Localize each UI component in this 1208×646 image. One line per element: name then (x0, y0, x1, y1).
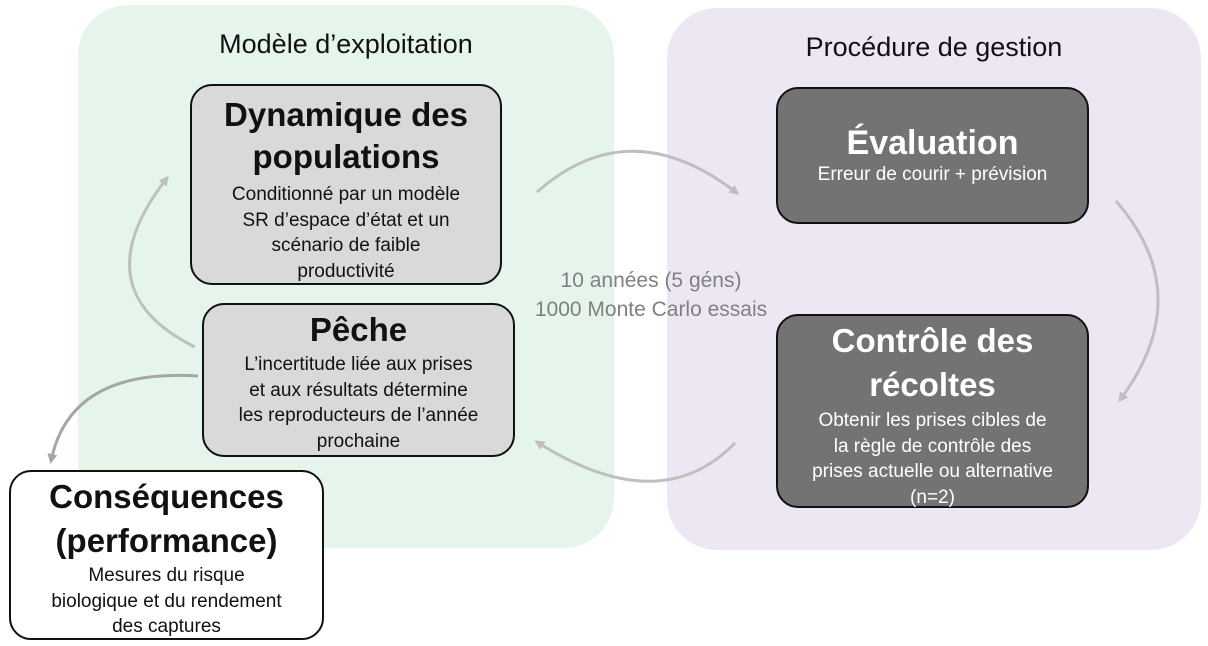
management-procedure-title: Procédure de gestion (805, 32, 1063, 62)
arrow-fishery-to-consequences (47, 373, 199, 464)
fishery-box: Pêche L’incertitude liée aux prises et a… (202, 303, 515, 457)
consequences-title: Conséquences (performance) (49, 478, 284, 559)
simulation-years: 10 années (5 géns) (560, 269, 742, 292)
fishery-description: L’incertitude liée aux prises et aux rés… (238, 354, 479, 452)
consequences-description: Mesures du risque biologique et du rende… (51, 565, 282, 637)
arrow-harvest-to-fishery (534, 440, 737, 483)
simulation-trials: 1000 Monte Carlo essais (534, 298, 768, 321)
fishery-title: Pêche (309, 311, 408, 348)
evaluation-description: Erreur de courir + prévision (817, 164, 1048, 185)
evaluation-title: Évaluation (846, 124, 1019, 162)
population-dynamics-title: Dynamique des populations (224, 96, 468, 175)
harvest-control-title: Contrôle des récoltes (831, 322, 1034, 403)
simulation-label: 10 années (5 géns) 1000 Monte Carlo essa… (500, 266, 802, 324)
population-dynamics-description: Conditionné par un modèle SR d’espace d’… (231, 184, 461, 282)
arrow-evaluation-to-harvest (1114, 200, 1160, 403)
harvest-control-description: Obtenir les prises cibles de la règle de… (812, 410, 1053, 508)
consequences-box: Conséquences (performance) Mesures du ri… (9, 470, 324, 640)
arrow-fishery-to-population (128, 175, 196, 349)
harvest-control-box: Contrôle des récoltes Obtenir les prises… (776, 314, 1089, 508)
evaluation-box: Évaluation Erreur de courir + prévision (776, 87, 1089, 224)
operating-model-title: Modèle d’exploitation (219, 29, 473, 59)
arrow-population-to-evaluation (536, 149, 740, 195)
population-dynamics-box: Dynamique des populations Conditionné pa… (190, 84, 502, 285)
